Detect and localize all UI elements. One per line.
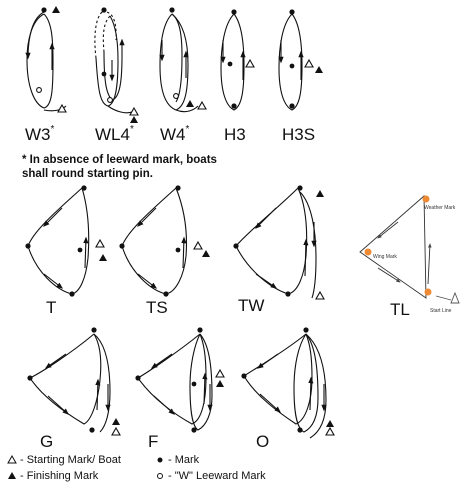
mark-icon — [101, 7, 107, 13]
w-leeward-mark-icon — [36, 87, 42, 93]
starting-mark-icon — [197, 100, 207, 110]
course-h3s-diagram — [278, 9, 323, 111]
course-w3-label: W3* — [25, 124, 55, 144]
mark-icon — [163, 291, 169, 297]
finishing-mark-icon — [52, 6, 60, 13]
course-t-label: T — [46, 298, 57, 317]
starting-mark-icon — [215, 368, 225, 378]
course-w4-label: W4* — [160, 124, 190, 144]
course-g-label: G — [40, 432, 54, 451]
legend-starting-icon — [7, 454, 17, 464]
course-o-label: O — [256, 432, 270, 451]
course-tw-diagram — [233, 185, 325, 300]
course-w4-diagram — [159, 7, 207, 113]
finishing-mark-icon — [130, 116, 138, 123]
course-wl4-diagram — [94, 7, 139, 123]
starting-mark-icon — [57, 103, 67, 113]
starting-mark-icon — [315, 290, 325, 300]
mark-icon — [27, 375, 33, 381]
legend-starting-label: - Starting Mark/ Boat — [20, 454, 121, 466]
finishing-mark-icon — [326, 420, 334, 427]
finishing-mark-icon — [186, 100, 194, 107]
mark-icon — [289, 103, 295, 109]
finishing-mark-icon — [315, 66, 323, 73]
start-mark-icon — [424, 288, 432, 296]
course-o-diagram — [241, 327, 335, 439]
course-tw-label: TW — [238, 296, 265, 315]
legend-w-leeward-label: - "W" Leeward Mark — [168, 470, 266, 482]
mark-icon — [169, 7, 175, 13]
mark-icon — [41, 7, 47, 13]
legend-mark-icon — [157, 457, 163, 463]
mark-icon — [303, 327, 309, 333]
mark-icon — [227, 61, 233, 67]
mark-icon — [197, 327, 203, 333]
legend-finishing-label: - Finishing Mark — [20, 470, 99, 482]
weather-mark-icon — [422, 195, 430, 203]
mark-icon — [289, 63, 295, 69]
footnote-line-1: * In absence of leeward mark, boats — [22, 154, 217, 166]
mark-icon — [297, 427, 303, 433]
w-leeward-mark-icon — [173, 93, 179, 99]
mark-icon — [25, 243, 31, 249]
course-wl4-label: WL4* — [95, 124, 134, 144]
course-tl-diagram — [359, 195, 460, 304]
course-ts-diagram — [119, 185, 210, 297]
mark-icon — [233, 243, 239, 249]
mark-icon — [119, 243, 125, 249]
mark-icon — [89, 427, 95, 433]
starting-mark-icon — [95, 238, 105, 248]
mark-icon — [191, 427, 197, 433]
mark-icon — [81, 185, 87, 191]
mark-icon — [191, 381, 197, 387]
finishing-mark-icon — [202, 250, 210, 257]
mark-icon — [175, 185, 181, 191]
mark-icon — [101, 71, 107, 77]
course-h3-diagram — [220, 9, 255, 111]
mark-icon — [175, 247, 181, 253]
mark-icon — [297, 185, 303, 191]
course-ts-label: TS — [146, 298, 168, 317]
legend-w-leeward-icon — [157, 473, 163, 479]
wing-mark-icon — [364, 248, 372, 256]
mark-icon — [231, 9, 237, 15]
course-tl-label: TL — [390, 300, 410, 319]
starting-mark-icon — [325, 426, 335, 436]
mark-icon — [135, 375, 141, 381]
finishing-mark-icon — [99, 254, 107, 261]
starting-mark-icon — [245, 58, 255, 68]
starting-mark-icon — [304, 58, 314, 68]
footnote-line-2: shall round starting pin. — [22, 168, 153, 180]
tl-weather-mark-label: Weather Mark — [424, 205, 456, 211]
mark-icon — [91, 327, 97, 333]
course-w3-diagram — [25, 6, 67, 113]
course-f-diagram — [135, 327, 225, 433]
course-g-diagram — [27, 327, 121, 436]
starting-mark-icon — [450, 291, 460, 304]
course-t-diagram — [25, 185, 107, 297]
legend-mark-label: - Mark — [168, 454, 200, 466]
starting-mark-icon — [193, 240, 203, 250]
finishing-mark-icon — [216, 380, 224, 387]
mark-icon — [289, 9, 295, 15]
w-leeward-mark-icon — [107, 97, 113, 103]
finishing-mark-icon — [316, 190, 324, 197]
legend-finishing-icon — [8, 472, 16, 479]
mark-icon — [231, 103, 237, 109]
tl-start-line-label: Start Line — [430, 308, 452, 314]
legend-symbols — [7, 454, 163, 479]
course-h3s-label: H3S — [282, 125, 316, 144]
mark-icon — [69, 291, 75, 297]
finishing-mark-icon — [112, 418, 120, 425]
mark-icon — [241, 373, 247, 379]
mark-icon — [77, 247, 83, 253]
course-f-label: F — [148, 432, 159, 451]
mark-icon — [285, 291, 291, 297]
starting-mark-icon — [129, 106, 139, 116]
starting-mark-icon — [111, 426, 121, 436]
course-h3-label: H3 — [224, 125, 246, 144]
tl-wing-mark-label: Wing Mark — [373, 254, 397, 260]
